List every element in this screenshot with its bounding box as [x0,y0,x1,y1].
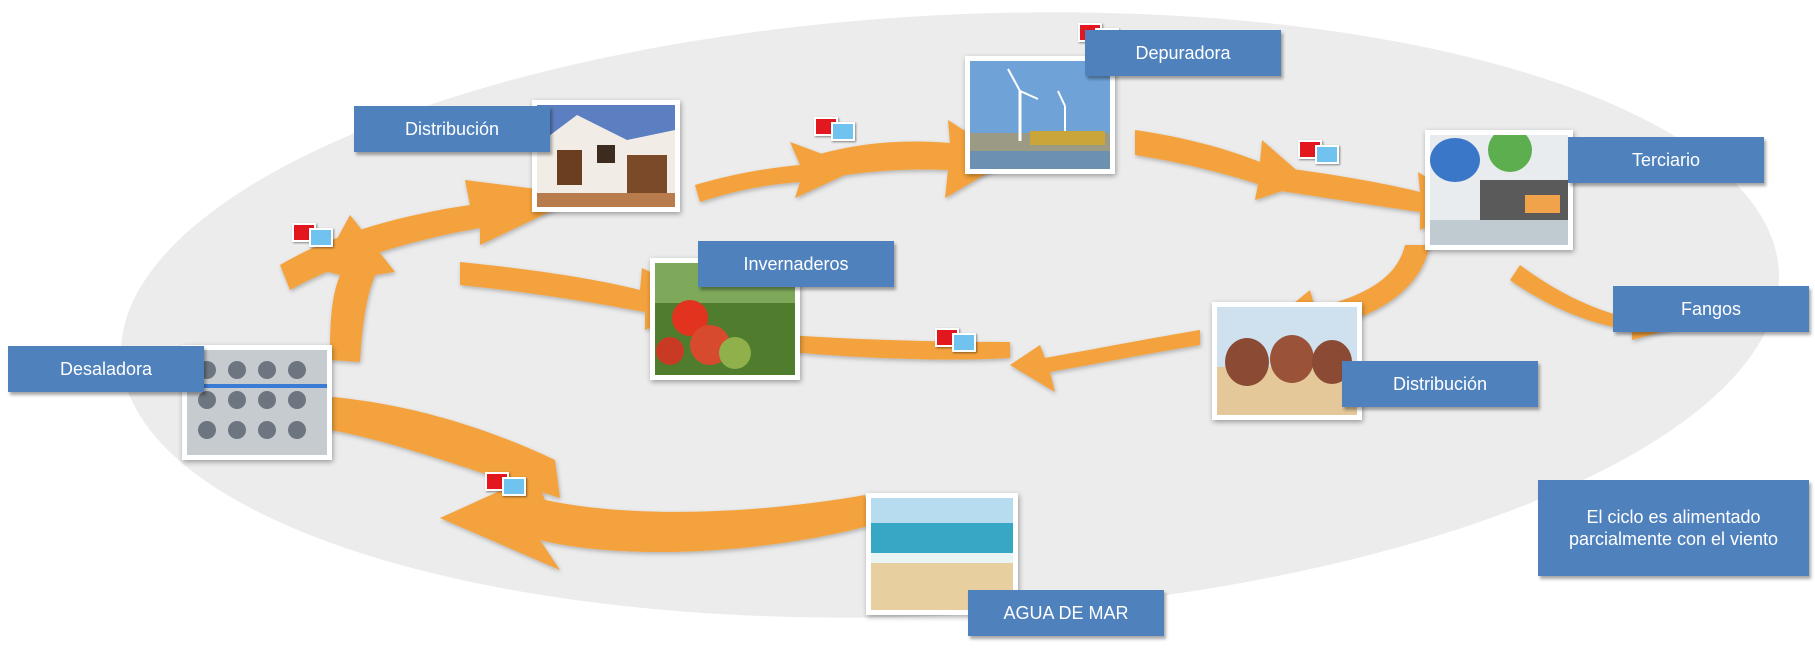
cycle-marker-1 [292,223,336,247]
cycle-marker-5 [935,328,979,352]
arrow-to-invernaderos [460,262,710,330]
label-desaladora: Desaladora [8,346,204,392]
label-distribucion-right: Distribución [1342,361,1538,407]
cycle-marker-6 [485,472,529,496]
cycle-marker-4 [1298,140,1342,164]
photo-distribucion-houses [532,100,680,212]
photo-terciario [1425,130,1573,250]
wind-note: El ciclo es alimentado parcialmente con … [1538,480,1809,576]
cycle-marker-2 [814,117,858,141]
label-distribucion-top: Distribución [354,106,550,152]
photo-desaladora [182,345,332,460]
arrow-mid-to-terciario [1260,165,1470,230]
arrow-mid-to-depuradora [800,120,1010,198]
photo-distribucion-barrels [1212,302,1362,420]
arrow-to-invernaderos-left [735,318,1010,372]
label-agua-de-mar: AGUA DE MAR [968,590,1164,636]
arrow-up-to-distribucion [280,180,585,290]
label-fangos: Fangos [1613,286,1809,332]
photo-agua-de-mar-beach [866,493,1018,615]
label-invernaderos: Invernaderos [698,241,894,287]
arrow-distribucion-to-mid-left [1010,330,1200,392]
arrow-sea-to-desaladora [440,475,872,570]
label-terciario: Terciario [1568,137,1764,183]
label-depuradora: Depuradora [1085,30,1281,76]
